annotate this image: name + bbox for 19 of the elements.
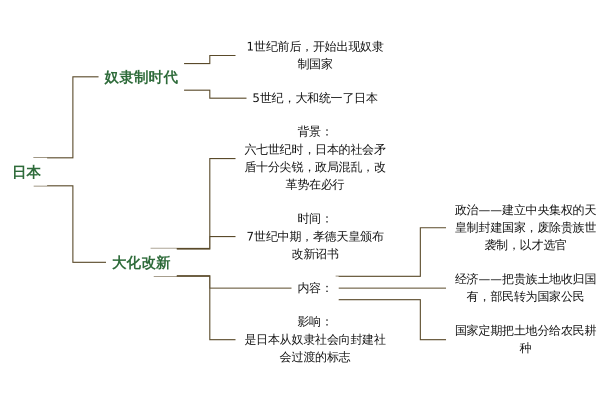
- connector: [338, 298, 447, 340]
- node-text: 奴隶制时代: [104, 68, 178, 86]
- connector: [34, 184, 107, 262]
- node-text: 内容：: [297, 280, 333, 294]
- connector: [184, 54, 236, 64]
- connector: [176, 236, 236, 250]
- node-text: 5世纪，大和统一了日本: [252, 90, 378, 104]
- node-text: 国家定期把土地分给农民耕种: [454, 322, 596, 355]
- node-text: 1世纪前后，开始出现奴隶制国家: [246, 38, 384, 70]
- node-text: 时间： 7世纪中期，孝德天皇颁布改新诏书: [246, 211, 384, 260]
- connector: [338, 287, 447, 288]
- connector: [184, 89, 248, 98]
- node-text: 政治——建立中央集权的天皇制封建国家，废除贵族世袭制，以才选官: [454, 202, 596, 252]
- connector: [176, 274, 292, 288]
- node-text: 影响： 是日本从奴隶社会向封建社会过渡的标志: [244, 314, 386, 364]
- node-text: 经济——把贵族土地收归国有，部民转为国家公民: [454, 271, 596, 304]
- node-text: 背景： 六七世纪时，日本的社会矛盾十分尖锐，政局混乱，改革势在必行: [244, 124, 386, 192]
- connector: [154, 275, 236, 340]
- connector: [336, 226, 447, 276]
